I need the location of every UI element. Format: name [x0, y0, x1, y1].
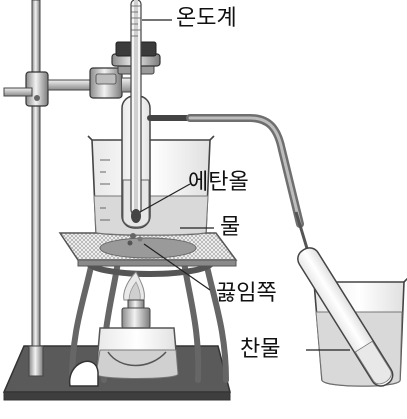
- label-thermometer: 온도계: [176, 6, 237, 31]
- label-water: 물: [220, 215, 241, 240]
- wire-gauze: [58, 232, 238, 267]
- leader-lines: [139, 19, 350, 351]
- leader-boiling-chips: [143, 243, 211, 291]
- thermometer: [130, 0, 142, 223]
- stand-rod: [28, 0, 44, 377]
- alcohol-burner: [95, 271, 179, 380]
- test-tube-ethanol: [121, 95, 151, 246]
- test-tube-receiver: [297, 247, 394, 387]
- label-ethanol: 에탄올: [188, 170, 249, 195]
- base-knob: [69, 360, 99, 387]
- label-boiling-chips: 끓임쪽: [216, 281, 277, 306]
- leader-ethanol: [139, 183, 191, 213]
- clamp-holder: [3, 67, 133, 107]
- label-cold-water: 찬물: [240, 337, 281, 362]
